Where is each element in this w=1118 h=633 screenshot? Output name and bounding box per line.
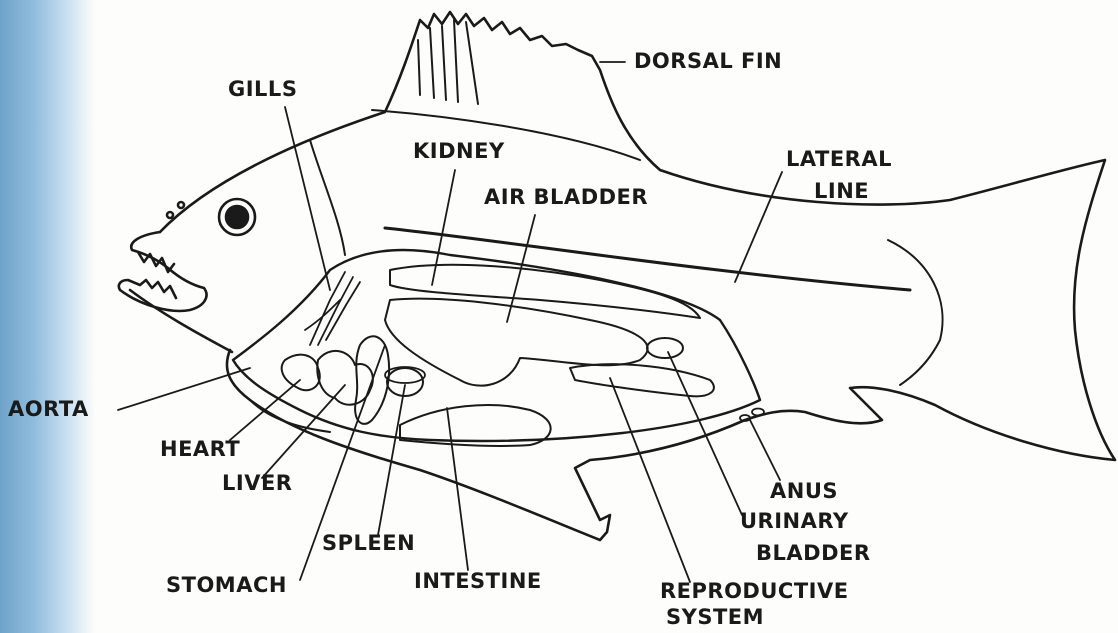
label-aorta: AORTA xyxy=(8,398,89,421)
label-liver: LIVER xyxy=(222,472,292,495)
fish-pupil xyxy=(226,206,248,228)
urinary-bladder-organ xyxy=(647,338,683,358)
spleen-inner xyxy=(385,367,425,383)
label-kidney: KIDNEY xyxy=(413,140,505,163)
leader-urinary-bladder xyxy=(668,352,742,515)
label-stomach: STOMACH xyxy=(166,574,287,597)
nostril-dot-2 xyxy=(167,212,173,218)
label-lateral-line-2: LINE xyxy=(814,180,869,203)
label-gills: GILLS xyxy=(228,78,297,101)
label-spleen: SPLEEN xyxy=(322,532,415,555)
leader-anus xyxy=(750,420,780,480)
leader-lateral-line xyxy=(735,172,782,282)
tail-base-curve xyxy=(888,240,943,385)
body-cavity xyxy=(233,250,760,441)
leader-liver xyxy=(262,385,345,478)
label-intestine: INTESTINE xyxy=(414,570,542,593)
anus-dot-2 xyxy=(752,409,764,416)
leader-kidney xyxy=(432,170,455,285)
label-reproductive-system-1: REPRODUCTIVE xyxy=(660,580,849,603)
lateral-line xyxy=(385,228,910,290)
leader-reproductive xyxy=(610,378,690,582)
nostril-dot-1 xyxy=(178,202,184,208)
heart-organ xyxy=(282,355,320,391)
label-heart: HEART xyxy=(160,438,240,461)
gill-cover-line xyxy=(310,140,345,255)
liver-organ xyxy=(317,351,373,405)
leader-intestine xyxy=(447,408,468,570)
leader-aorta xyxy=(118,368,250,410)
label-dorsal-fin: DORSAL FIN xyxy=(634,50,782,73)
kidney-organ xyxy=(390,265,700,318)
gill-arches xyxy=(305,272,360,345)
label-urinary-bladder-2: BLADDER xyxy=(756,542,871,565)
label-reproductive-system-2: SYSTEM xyxy=(666,606,764,629)
label-urinary-bladder-1: URINARY xyxy=(740,510,849,533)
label-anus: ANUS xyxy=(770,480,838,503)
label-lateral-line-1: LATERAL xyxy=(786,148,892,171)
reproductive-organ xyxy=(570,364,714,396)
fish-lower-jaw xyxy=(130,290,232,352)
fish-body-outline xyxy=(160,12,1115,540)
dorsal-fin-rays xyxy=(418,20,478,104)
fish-mouth-outline xyxy=(119,232,207,311)
label-air-bladder: AIR BLADDER xyxy=(484,186,648,209)
